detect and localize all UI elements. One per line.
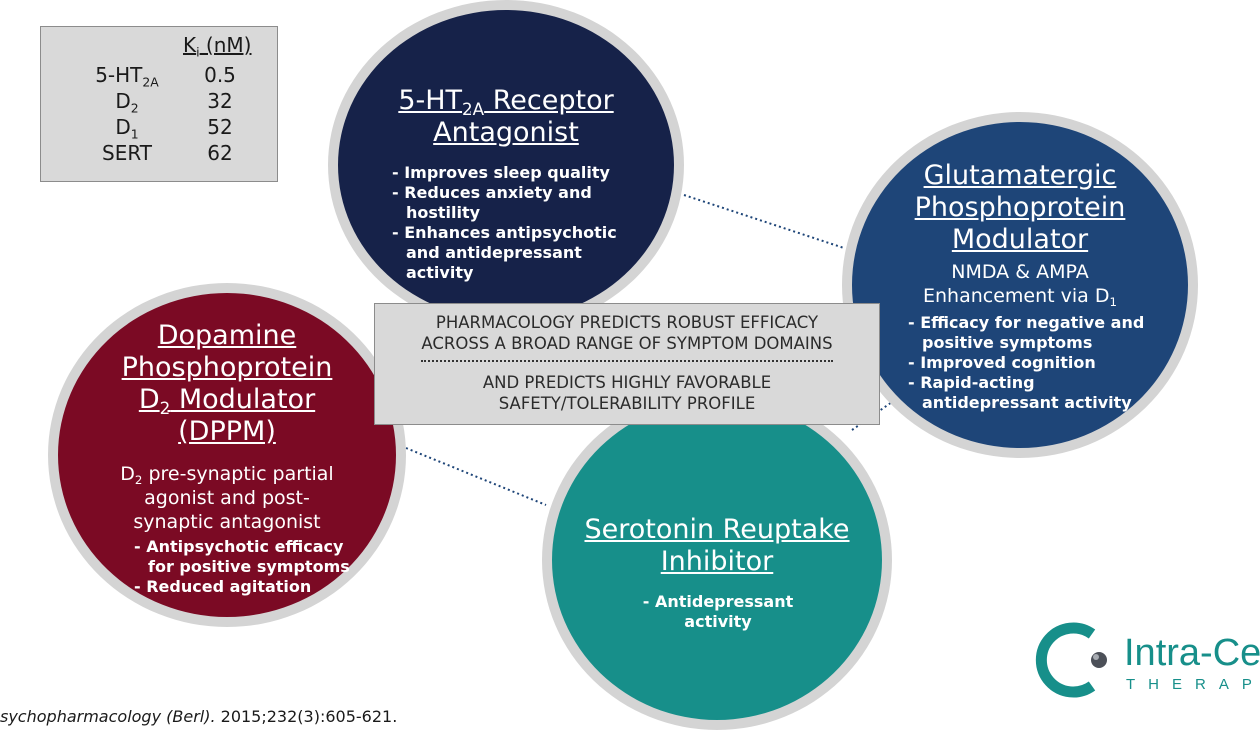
connector-serotonin-glutamatergic: [851, 401, 893, 431]
glutamatergic-bullets: - Efficacy for negative and positive sym…: [908, 313, 1158, 413]
citation: sychopharmacology (Berl). 2015;232(3):60…: [0, 707, 397, 726]
connector-receptor-glutamatergic: [683, 194, 845, 249]
bullet-item: - Rapid-acting antidepressant activity: [908, 373, 1132, 412]
ki-target: SERT: [102, 141, 152, 165]
summary-divider: [421, 360, 833, 362]
dopamine-bullets: - Antipsychotic efficacy for positive sy…: [134, 537, 364, 597]
ki-table-row: 5-HT2A 0.5: [41, 63, 277, 89]
circle-dopamine-modulator: Dopamine Phosphoprotein D2 Modulator (DP…: [48, 283, 406, 627]
logo-tagline: THERAP: [1126, 676, 1260, 693]
ki-value: 0.5: [204, 63, 236, 87]
ki-table: Ki (nM) 5-HT2A 0.5 D2 32 D1 52 SERT 62: [40, 26, 278, 182]
summary-box: PHARMACOLOGY PREDICTS ROBUST EFFICACY AC…: [374, 303, 880, 425]
serotonin-bullets: - Antidepressant activity: [608, 592, 828, 632]
ki-value: 32: [207, 89, 233, 113]
bullet-item: - Antipsychotic efficacy for positive sy…: [134, 537, 350, 576]
glutamatergic-subtitle: NMDA & AMPA Enhancement via D1: [923, 261, 1117, 310]
ki-value: 52: [207, 115, 233, 139]
bullet-item: - Antidepressant activity: [642, 592, 794, 631]
logo-name: Intra-Cel: [1124, 632, 1260, 674]
summary-safety: AND PREDICTS HIGHLY FAVORABLE SAFETY/TOL…: [482, 373, 772, 413]
circle-receptor-antagonist: 5-HT2A Receptor Antagonist - Improves sl…: [328, 0, 684, 330]
receptor-title: 5-HT2A Receptor Antagonist: [398, 85, 614, 148]
circle-glutamatergic-modulator: Glutamatergic Phosphoprotein Modulator N…: [842, 112, 1198, 458]
bullet-item: - Improves sleep quality: [392, 163, 610, 182]
ki-target: D1: [115, 115, 139, 142]
serotonin-title: Serotonin Reuptake Inhibitor: [584, 514, 850, 577]
bullet-item: - Efficacy for negative and positive sym…: [908, 313, 1145, 352]
bullet-item: - Enhances antipsychotic and antidepress…: [392, 223, 617, 282]
summary-efficacy: PHARMACOLOGY PREDICTS ROBUST EFFICACY AC…: [421, 313, 833, 353]
glutamatergic-title: Glutamatergic Phosphoprotein Modulator: [914, 160, 1126, 255]
connector-dopamine-serotonin: [405, 447, 547, 506]
citation-journal: sychopharmacology (Berl).: [0, 707, 216, 726]
ki-value: 62: [207, 141, 233, 165]
dopamine-subtitle: D2 pre-synaptic partial agonist and post…: [120, 463, 334, 533]
ki-table-header: Ki (nM): [183, 33, 252, 60]
ki-table-row: D1 52: [41, 115, 277, 141]
ki-target: 5-HT2A: [95, 63, 159, 90]
ki-table-row: D2 32: [41, 89, 277, 115]
company-logo: Intra-Cel THERAP: [1030, 622, 1260, 698]
ki-target: D2: [115, 89, 139, 116]
bullet-item: - Improved cognition: [908, 353, 1096, 372]
citation-reference: 2015;232(3):605-621.: [215, 707, 398, 726]
circle-serotonin-reuptake-inhibitor: Serotonin Reuptake Inhibitor - Antidepre…: [542, 390, 892, 730]
bullet-item: - Reduces anxiety and hostility: [392, 183, 592, 222]
receptor-bullets: - Improves sleep quality - Reduces anxie…: [392, 163, 622, 283]
ki-table-row: SERT 62: [41, 141, 277, 167]
dopamine-title: Dopamine Phosphoprotein D2 Modulator (DP…: [121, 320, 333, 447]
logo-mark-icon: [1035, 622, 1107, 698]
bullet-item: - Reduced agitation: [134, 577, 312, 596]
